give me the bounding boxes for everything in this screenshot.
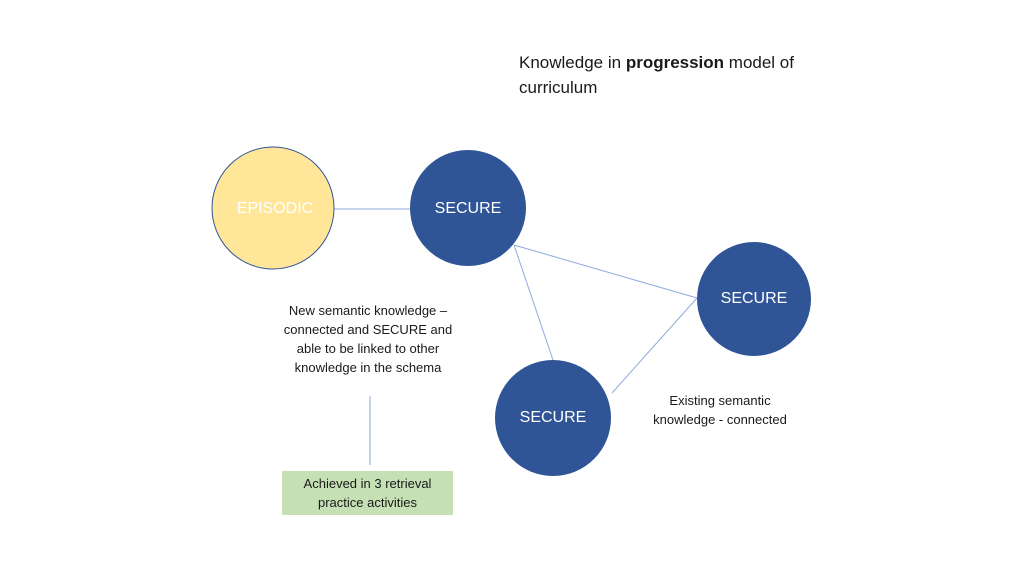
achieved-box-text: Achieved in 3 retrieval practice activit… [303,476,432,510]
node-secure-1-label: SECURE [434,200,502,217]
new-semantic-note: New semantic knowledge – connected and S… [283,303,453,375]
node-episodic [211,146,335,270]
achieved-box: Achieved in 3 retrieval practice activit… [282,471,453,515]
title-bold-word: progression [625,53,725,72]
connector-secure-1-secure-3 [513,244,554,361]
connector-secure-2-secure-3 [611,297,698,394]
node-episodic-label: EPISODIC [236,200,314,217]
title-prefix: Knowledge in [519,53,626,72]
existing-semantic-note: Existing semantic knowledge - connected [653,393,787,427]
node-secure-3 [495,360,611,476]
node-secure-2-label: SECURE [720,290,788,307]
node-secure-1 [410,150,526,266]
node-secure-3-label: SECURE [519,409,587,426]
diagram-title: Knowledge in progression model of curric… [519,50,839,100]
connector-secure-1-secure-2 [513,244,698,299]
node-secure-2 [697,242,811,356]
title-suffix: model of curriculum [519,53,794,97]
